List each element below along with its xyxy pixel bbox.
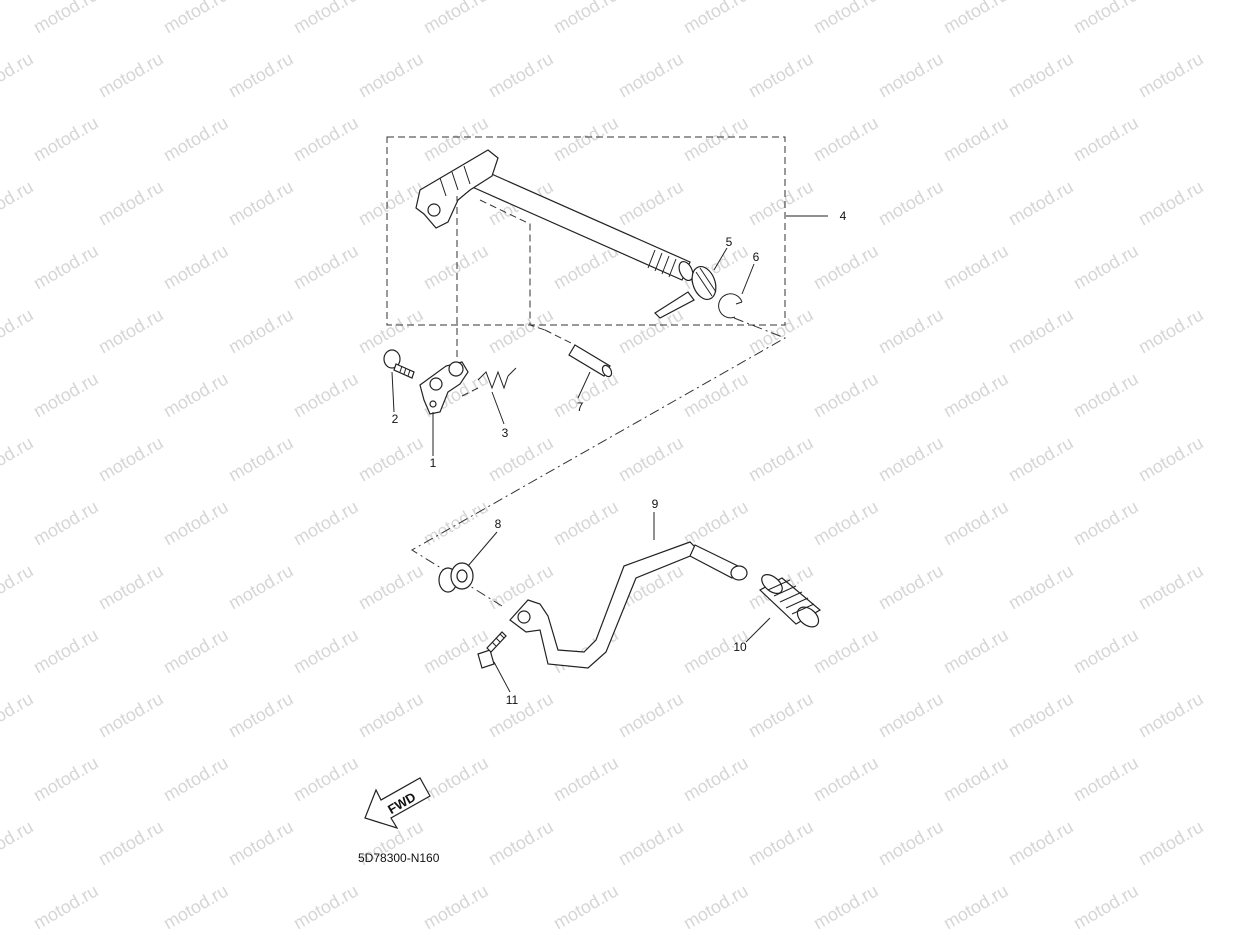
bolt-part-11	[477, 631, 507, 669]
callout-10[interactable]: 10	[733, 640, 747, 654]
callout-3[interactable]: 3	[502, 426, 509, 440]
diagram-code: 5D78300-N160	[358, 851, 440, 865]
callout-4[interactable]: 4	[840, 209, 847, 223]
leader-3	[491, 391, 505, 425]
leader-11	[493, 661, 511, 693]
align-line-2	[479, 199, 546, 331]
leader-6	[741, 263, 755, 295]
shift-pedal-part-9	[509, 541, 748, 669]
leader-10	[745, 617, 771, 643]
fwd-arrow-icon: FWD	[364, 777, 431, 830]
callout-5[interactable]: 5	[726, 235, 733, 249]
bolt-part-2	[383, 349, 415, 379]
pedal-rubber-part-10	[758, 574, 822, 628]
callout-2[interactable]: 2	[392, 412, 399, 426]
spring-part-3	[461, 367, 517, 397]
callout-6[interactable]: 6	[753, 250, 760, 264]
shift-arm-part-1	[419, 361, 469, 415]
leader-2	[391, 371, 395, 413]
callout-8[interactable]: 8	[495, 517, 502, 531]
assembly-line	[411, 317, 787, 607]
leader-7	[577, 371, 591, 399]
callout-7[interactable]: 7	[577, 400, 584, 414]
circlip-part-6	[718, 293, 743, 319]
shift-shaft-assembly-box	[386, 136, 786, 326]
callout-11[interactable]: 11	[506, 693, 519, 707]
oil-seal-part-8	[438, 562, 474, 593]
pin-part-7	[568, 344, 613, 378]
spring-part-5	[654, 265, 717, 319]
leader-5	[713, 247, 728, 271]
leader-8	[467, 531, 498, 567]
align-line-3	[544, 329, 576, 346]
callout-9[interactable]: 9	[652, 497, 659, 511]
callout-1[interactable]: 1	[430, 456, 437, 470]
shift-shaft	[415, 149, 694, 282]
